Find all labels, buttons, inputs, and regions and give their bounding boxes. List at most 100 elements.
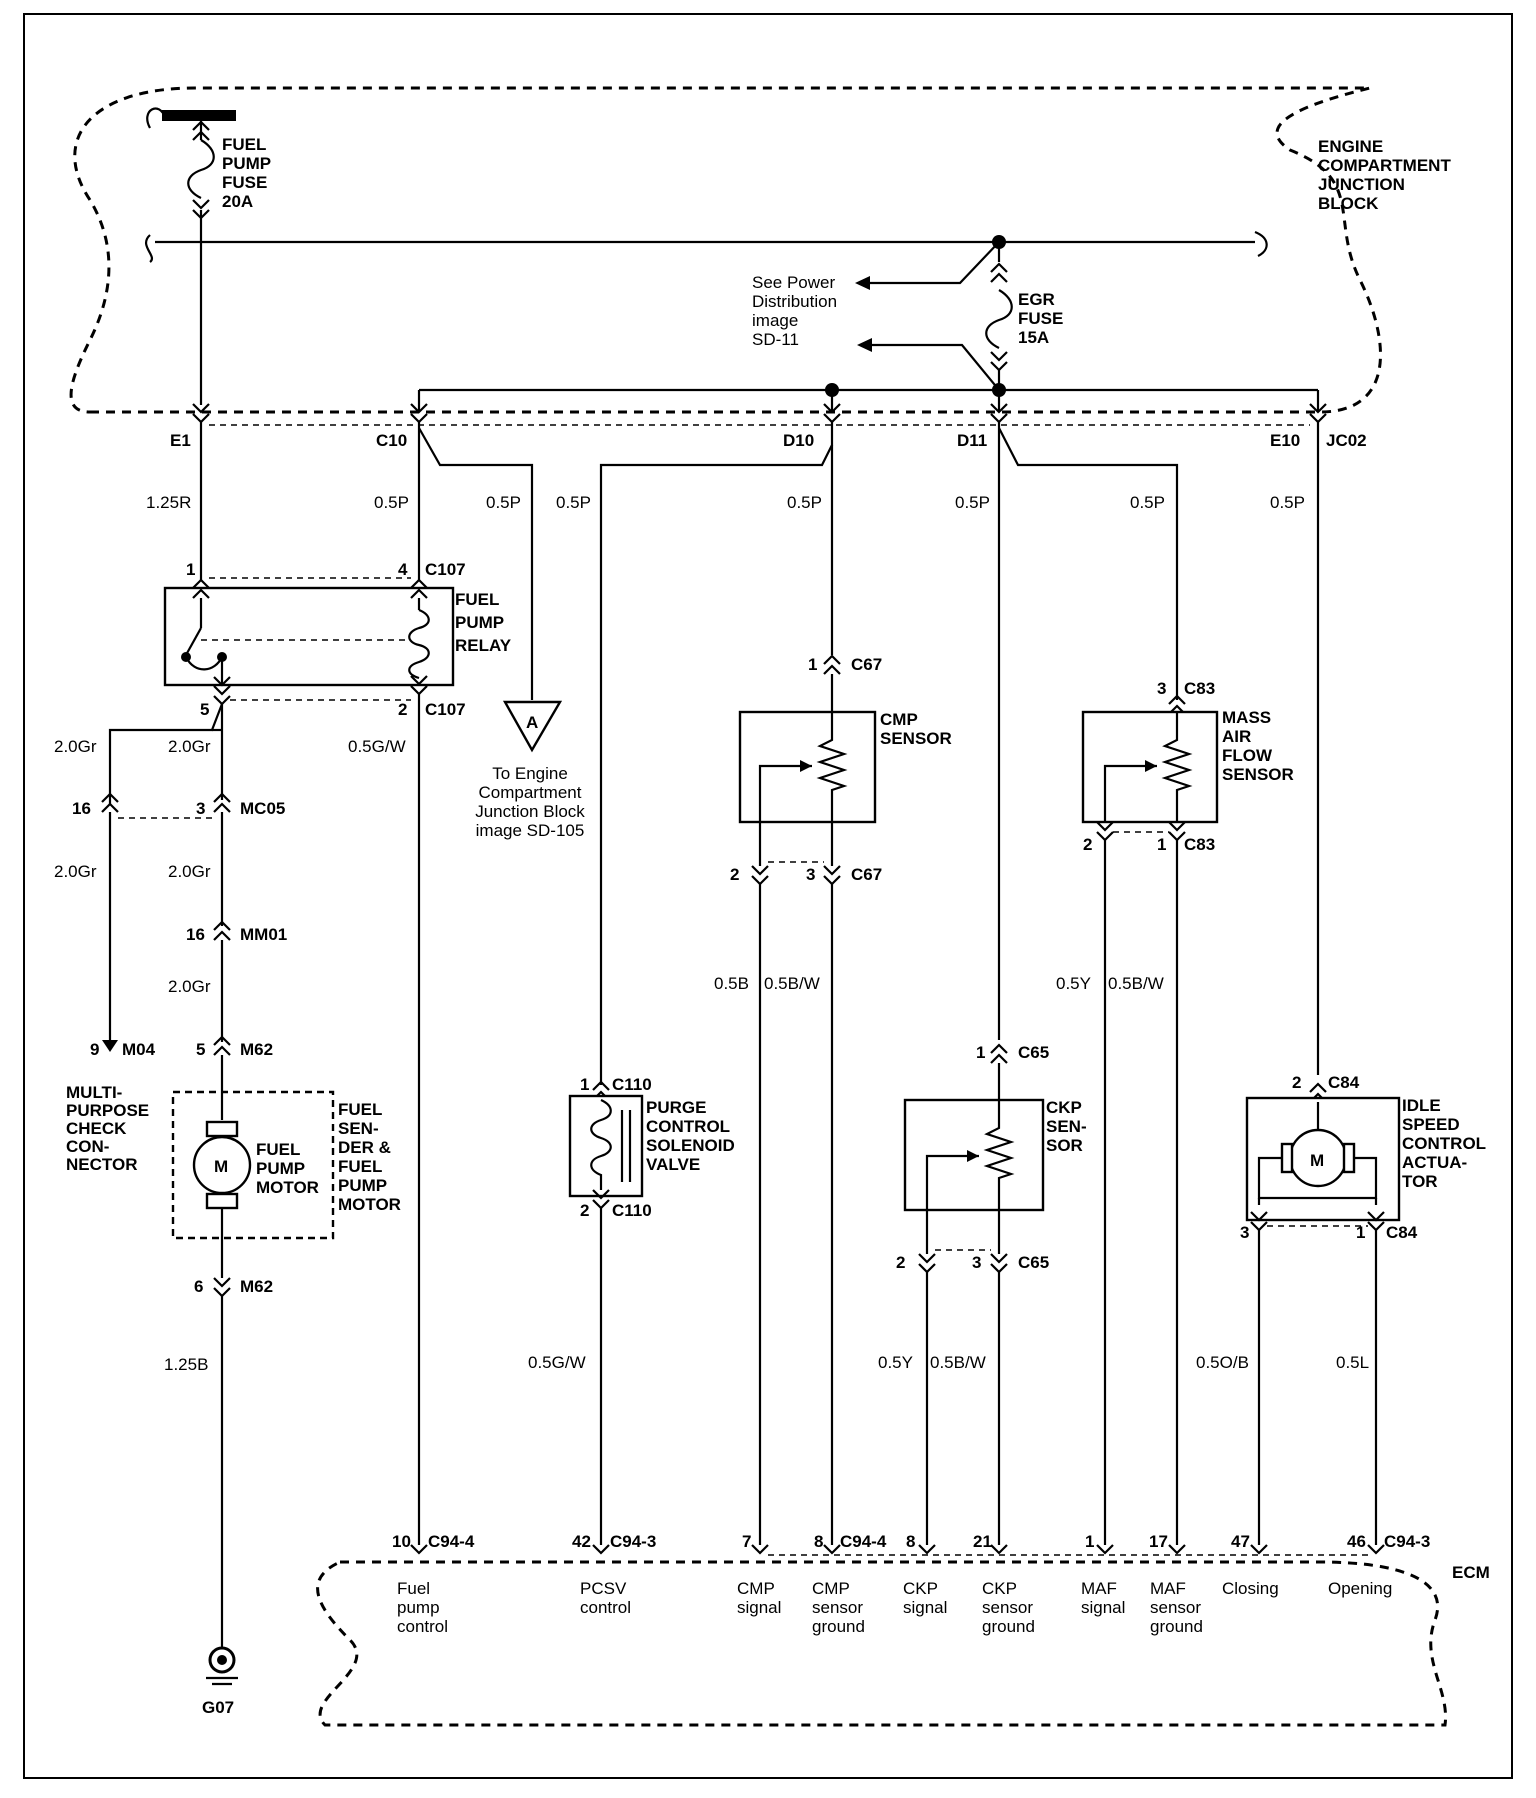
c67-pin-3: 3: [806, 865, 815, 884]
wire-gr1: 2.0Gr: [54, 737, 97, 756]
c67-pin-1: 1: [808, 655, 817, 674]
m04-label: M04: [122, 1040, 156, 1059]
c110-pin-1: 1: [580, 1075, 589, 1094]
wire-p2: 0.5P: [486, 493, 521, 512]
wire-y1: 0.5Y: [1056, 974, 1091, 993]
signal-opening: Opening: [1328, 1579, 1392, 1598]
ground-label: G07: [202, 1698, 234, 1717]
signal-closing: Closing: [1222, 1579, 1279, 1598]
c65-label-bot: C65: [1018, 1253, 1049, 1272]
pin-d10: D10: [783, 431, 814, 450]
c65-pin-2: 2: [896, 1253, 905, 1272]
junction-block-outline: [69, 86, 1382, 414]
mc05-pin-16: 16: [72, 799, 91, 818]
m04-pin-9: 9: [90, 1040, 99, 1059]
egr-fuse-symbol: [985, 289, 1013, 349]
c84-pin-2: 2: [1292, 1073, 1301, 1092]
pin-jc02: JC02: [1326, 431, 1367, 450]
relay-pin-5: 5: [200, 700, 209, 719]
m62-pin-5: 5: [196, 1040, 205, 1059]
wire-gr5: 2.0Gr: [168, 977, 211, 996]
c84-label-bot: C84: [1386, 1223, 1418, 1242]
mc05-label: MC05: [240, 799, 285, 818]
wire-p1: 0.5P: [374, 493, 409, 512]
c65-pin-3: 3: [972, 1253, 981, 1272]
wire-125r: 1.25R: [146, 493, 191, 512]
wire-gr4: 2.0Gr: [168, 862, 211, 881]
c83-label-top: C83: [1184, 679, 1215, 698]
c67-label-bot: C67: [851, 865, 882, 884]
relay-pin-4: 4: [398, 560, 408, 579]
ecm-label: ECM: [1452, 1563, 1490, 1582]
wire-bw2: 0.5B/W: [1108, 974, 1164, 993]
m62-label-top: M62: [240, 1040, 273, 1059]
ecm-pin-17: 17: [1149, 1532, 1168, 1551]
c67-label-top: C67: [851, 655, 882, 674]
wire-p7: 0.5P: [1270, 493, 1305, 512]
c65-label-top: C65: [1018, 1043, 1049, 1062]
ecm-pin-47: 47: [1231, 1532, 1250, 1551]
c83-pin-2: 2: [1083, 835, 1092, 854]
ecm-pin-10: 10: [392, 1532, 411, 1551]
page-frame: [23, 13, 1513, 1779]
ecm-c94-4b: C94-4: [840, 1532, 887, 1551]
wire-p5: 0.5P: [955, 493, 990, 512]
pin-c10: C10: [376, 431, 407, 450]
pin-e1: E1: [170, 431, 191, 450]
ecm-pin-8b: 8: [906, 1532, 915, 1551]
wire-gr3: 2.0Gr: [54, 862, 97, 881]
wire-gw2: 0.5G/W: [528, 1353, 586, 1372]
wire-p3: 0.5P: [556, 493, 591, 512]
wire-p6: 0.5P: [1130, 493, 1165, 512]
m62-label-bot: M62: [240, 1277, 273, 1296]
purge-valve-box: [568, 1094, 644, 1198]
wire-gw1: 0.5G/W: [348, 737, 406, 756]
mm01-label: MM01: [240, 925, 287, 944]
pin-e10: E10: [1270, 431, 1300, 450]
mm01-pin-16: 16: [186, 925, 205, 944]
c67-pin-2: 2: [730, 865, 739, 884]
ecm-pin-42: 42: [572, 1532, 591, 1551]
relay-pin-2: 2: [398, 700, 407, 719]
relay-coil: [408, 608, 430, 680]
c110-pin-2: 2: [580, 1201, 589, 1220]
relay-c107-top: C107: [425, 560, 466, 579]
mc05-pin-3: 3: [196, 799, 205, 818]
ecm-pin-7: 7: [742, 1532, 751, 1551]
wire-l: 0.5L: [1336, 1353, 1369, 1372]
ecm-pin-markers: [410, 1544, 1385, 1555]
c84-label-top: C84: [1328, 1073, 1360, 1092]
c83-label-bot: C83: [1184, 835, 1215, 854]
m62-pin-6: 6: [194, 1277, 203, 1296]
ecm-pin-8a: 8: [814, 1532, 823, 1551]
wire-125b: 1.25B: [164, 1355, 208, 1374]
c110-label-top: C110: [612, 1075, 652, 1094]
fuel-pump-relay: [163, 586, 455, 687]
wire-gr2: 2.0Gr: [168, 737, 211, 756]
ecm-pin-46: 46: [1347, 1532, 1366, 1551]
c110-label-bot: C110: [612, 1201, 652, 1220]
ecm-c94-3a: C94-3: [610, 1532, 656, 1551]
wire-ob: 0.5O/B: [1196, 1353, 1249, 1372]
wire-b1: 0.5B: [714, 974, 749, 993]
wire-y2: 0.5Y: [878, 1353, 913, 1372]
ecm-pin-21: 21: [973, 1532, 992, 1551]
c84-pin-1: 1: [1356, 1223, 1365, 1242]
